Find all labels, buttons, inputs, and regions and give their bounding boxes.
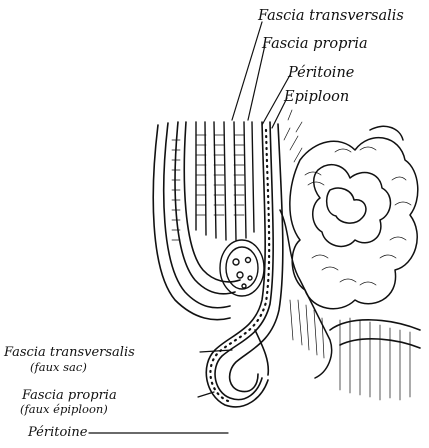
- strip-hatching: [172, 135, 244, 240]
- label-epiploon: Epiploon: [284, 90, 349, 105]
- label-fascia-propria-top: Fascia propria: [262, 37, 368, 52]
- label-fascia-propria-left: Fascia propria: [22, 389, 117, 402]
- muscle-strips: [196, 122, 254, 240]
- leader-lines: [89, 22, 290, 433]
- epiploon-texture: [284, 110, 411, 400]
- label-fascia-transversalis-top: Fascia transversalis: [258, 9, 404, 24]
- cord-section: [220, 240, 264, 296]
- epiploon-mass: [280, 126, 418, 378]
- intestine-outline: [255, 320, 420, 375]
- label-fascia-transversalis-left: Fascia transversalis: [4, 346, 135, 359]
- label-faux-epiploon: (faux épiploon): [20, 404, 108, 416]
- label-peritoine-bottom: Péritoine: [28, 426, 88, 439]
- label-faux-sac: (faux sac): [30, 362, 87, 374]
- label-peritoine-top: Péritoine: [288, 66, 354, 81]
